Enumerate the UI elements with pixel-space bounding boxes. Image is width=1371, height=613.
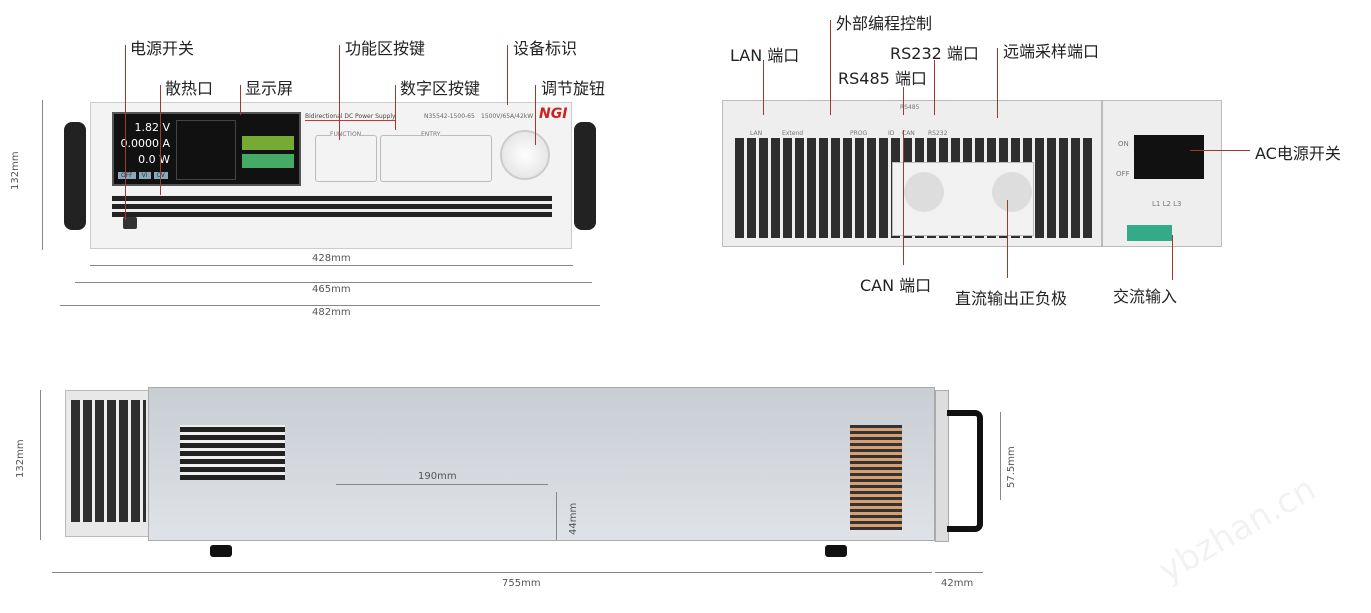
callout-number-keys: 数字区按键 <box>400 79 481 98</box>
entry-keypad: ENTRY <box>380 131 492 182</box>
front-height-dim: 132mm <box>10 151 21 190</box>
voltage-readout: 1.82 V <box>134 121 170 134</box>
rs232-port: RS232 <box>928 130 948 137</box>
model-label: N35542-1500-65 <box>424 113 475 120</box>
callout-function-keys: 功能区按键 <box>345 39 426 58</box>
side-dim-44: 44mm <box>568 502 579 535</box>
callout-display: 显示屏 <box>245 79 294 98</box>
power-button[interactable] <box>123 217 137 229</box>
callout-ac-input: 交流输入 <box>1113 287 1178 306</box>
side-height-dim: 132mm <box>15 439 26 478</box>
prog-port: PROG <box>850 130 868 137</box>
callout-rs232: RS232 端口 <box>890 44 979 63</box>
watermark: ybzhan.cn <box>1151 469 1323 591</box>
switch-off-label: OFF <box>1116 170 1130 178</box>
ac-input-terminal <box>1127 225 1172 241</box>
rear-view: ON OFF L1 L2 L3 LAN Extend PROG ID CAN R… <box>722 100 1222 250</box>
display-screen: 1.82 V 0.0000 A 0.0 W OFF VI CV <box>112 112 301 186</box>
callout-ext-prog: 外部编程控制 <box>836 14 933 33</box>
front-dim-465: 465mm <box>312 284 351 295</box>
id-switch: ID <box>888 130 895 137</box>
callout-power-switch: 电源开关 <box>130 39 195 58</box>
rating-label: 1500V/65A/42kW <box>481 113 534 120</box>
adjust-knob[interactable] <box>500 130 550 180</box>
side-view <box>50 385 990 560</box>
side-dim-57-5: 57.5mm <box>1006 446 1017 488</box>
lan-port: LAN <box>750 130 763 137</box>
side-dim-42: 42mm <box>941 578 974 589</box>
screen-tab-vi: VI <box>138 172 151 179</box>
side-dim-190: 190mm <box>418 471 457 482</box>
callout-knob: 调节旋钮 <box>541 79 606 98</box>
extend-port: Extend <box>782 130 803 137</box>
side-handle <box>947 410 983 532</box>
ac-power-switch[interactable] <box>1134 135 1204 179</box>
switch-on-label: ON <box>1118 140 1129 148</box>
callout-vent: 散热口 <box>165 79 214 98</box>
callout-ac-switch: AC电源开关 <box>1255 144 1341 163</box>
panel-title: Bidirectional DC Power Supply <box>305 113 396 121</box>
front-dim-482: 482mm <box>312 307 351 318</box>
callout-rs485: RS485 端口 <box>838 69 927 88</box>
power-readout: 0.0 W <box>138 153 170 166</box>
callout-dc-output: 直流输出正负极 <box>955 289 1068 308</box>
screen-tab-off: OFF <box>118 172 136 179</box>
front-handle-left <box>64 122 86 230</box>
front-handle-right <box>574 122 596 230</box>
brand-logo: NGI <box>539 106 568 122</box>
callout-device-label: 设备标识 <box>513 39 578 58</box>
side-dim-755: 755mm <box>502 578 541 589</box>
callout-can: CAN 端口 <box>860 276 932 295</box>
callout-lan: LAN 端口 <box>730 46 800 65</box>
rs485-port: RS485 <box>900 104 920 111</box>
phase-labels: L1 L2 L3 <box>1152 200 1182 208</box>
front-dim-428: 428mm <box>312 253 351 264</box>
function-keypad: FUNCTION <box>315 131 377 182</box>
can-port: CAN <box>902 130 915 137</box>
current-readout: 0.0000 A <box>120 137 170 150</box>
callout-remote-sense: 远端采样端口 <box>1003 42 1100 61</box>
front-view: 1.82 V 0.0000 A 0.0 W OFF VI CV Bidirect… <box>60 100 600 250</box>
